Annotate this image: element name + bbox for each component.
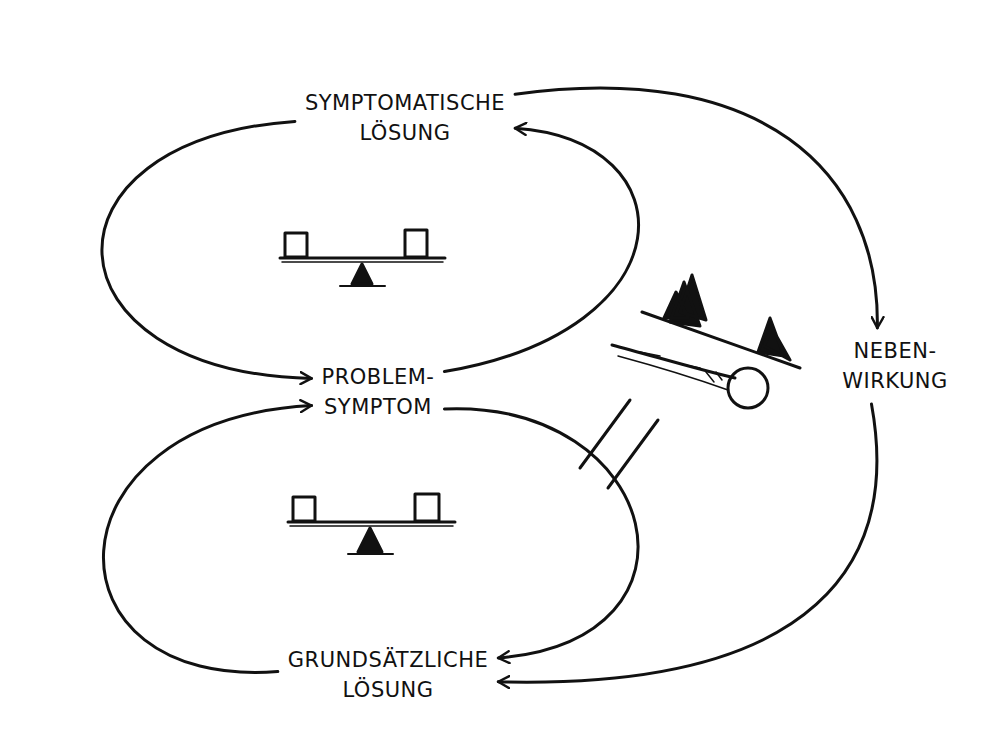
node-text: PROBLEM- SYMPTOM — [322, 362, 435, 422]
problem-symptom-label: PROBLEM- SYMPTOM — [316, 358, 441, 426]
feedback-arrow — [103, 406, 311, 673]
side-effect-label: NEBEN- WIRKUNG — [836, 332, 954, 400]
feedback-arrow — [444, 409, 638, 658]
symptom-solution-label: SYMPTOMATISCHE LÖSUNG — [299, 84, 511, 152]
fundamental-solution-label: GRUNDSÄTZLICHE LÖSUNG — [282, 641, 494, 709]
node-text: NEBEN- WIRKUNG — [842, 336, 948, 396]
feedback-arrow — [444, 128, 638, 371]
feedback-arrow — [102, 121, 312, 378]
node-text: GRUNDSÄTZLICHE LÖSUNG — [288, 645, 488, 705]
feedback-arrow — [498, 404, 877, 682]
delay-mark — [580, 400, 658, 488]
node-text: SYMPTOMATISCHE LÖSUNG — [305, 88, 505, 148]
snowball-hill — [612, 275, 800, 408]
balance-symbol — [288, 494, 455, 554]
feedback-arrow — [515, 88, 877, 328]
balance-symbol — [280, 230, 445, 286]
